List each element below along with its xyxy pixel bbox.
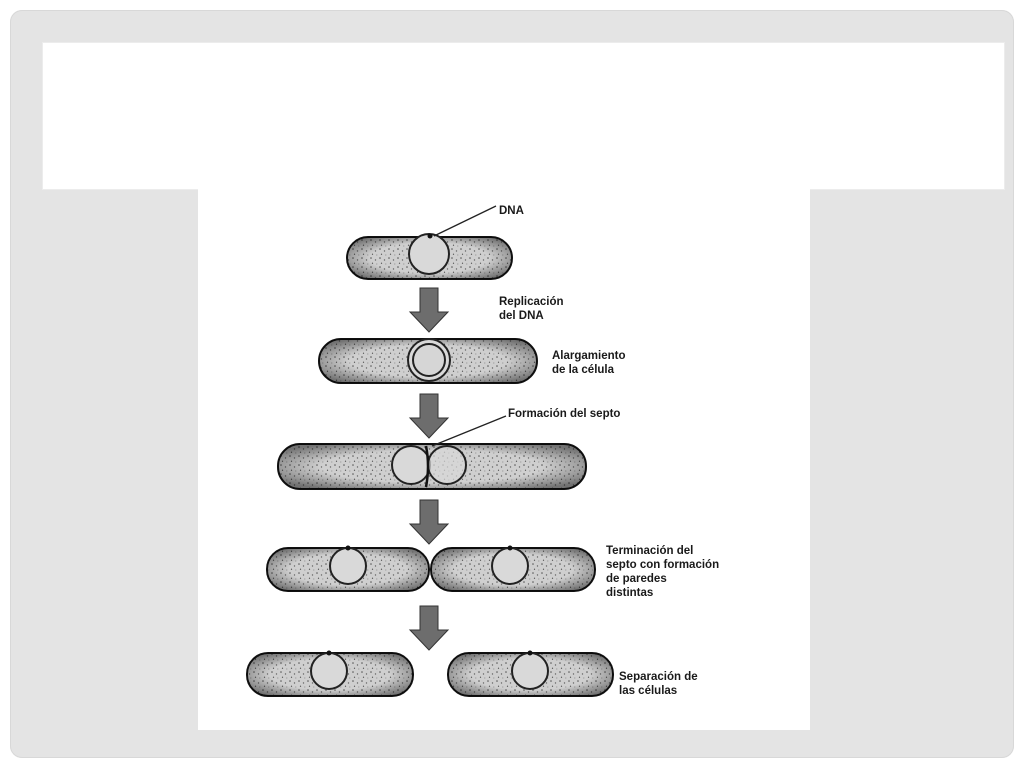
dna-circle — [408, 233, 450, 275]
dna-daughter-right — [491, 547, 529, 585]
label-replication: Replicación del DNA — [499, 296, 564, 322]
dna-replicated-inner — [412, 343, 446, 377]
label-septum-termination: Terminación del septo con formación de p… — [606, 545, 720, 599]
cell-stage-1 — [346, 205, 513, 280]
cell-stage-3 — [277, 415, 587, 490]
title-placeholder[interactable] — [42, 42, 1005, 190]
label-separation: Separación de las células — [619, 671, 698, 697]
label-septum-formation: Formación del septo — [508, 408, 621, 420]
dna-pointer-line — [433, 205, 497, 237]
label-elongation: Alargamiento de la célula — [552, 350, 626, 376]
down-arrow-1 — [408, 287, 450, 333]
dna-copy-left — [391, 445, 431, 485]
dna-separated-left — [310, 652, 348, 690]
down-arrow-3 — [408, 499, 450, 545]
binary-fission-figure: DNA Replicación del DNA Alargamiento de … — [198, 184, 810, 730]
cell-stage-5 — [246, 650, 614, 697]
cell-stage-4 — [266, 545, 596, 592]
down-arrow-4 — [408, 605, 450, 651]
dna-separated-right — [511, 652, 549, 690]
label-dna: DNA — [499, 205, 524, 217]
down-arrow-2 — [408, 393, 450, 439]
septum — [424, 445, 430, 488]
dna-copy-right — [427, 445, 467, 485]
dna-daughter-left — [329, 547, 367, 585]
cell-stage-2 — [318, 338, 538, 384]
binary-fission-diagram — [246, 205, 614, 697]
septum-pointer-line — [431, 415, 507, 447]
